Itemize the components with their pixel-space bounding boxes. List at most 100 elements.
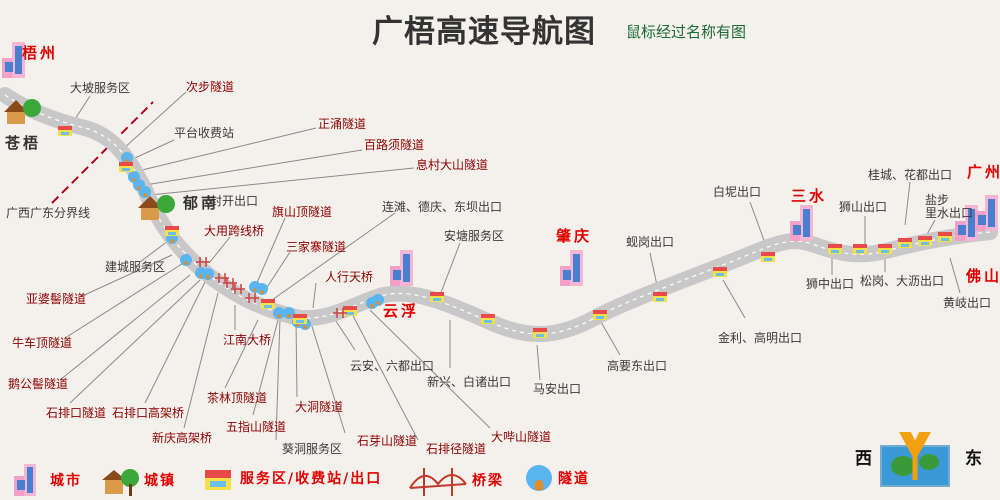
service-area-icon[interactable] (119, 162, 133, 172)
service-area-icon[interactable] (533, 328, 547, 338)
exit-service-label[interactable]: 大坡服务区 (70, 81, 131, 95)
tunnel-bridge-label[interactable]: 牛车顶隧道 (12, 336, 73, 350)
tunnel-icon[interactable] (121, 152, 133, 164)
leader-line (255, 217, 286, 286)
city-label[interactable]: 梧州 (22, 44, 59, 62)
bridge-icon[interactable] (231, 284, 245, 294)
service-area-icon[interactable] (593, 310, 607, 320)
city-label[interactable]: 云浮 (383, 302, 420, 320)
tunnel-bridge-label[interactable]: 石排口隧道 (46, 406, 107, 420)
service-area-icon[interactable] (343, 306, 357, 316)
exit-service-label[interactable]: 松岗、大沥出口 (860, 274, 945, 288)
tunnel-icon[interactable] (180, 254, 192, 266)
tunnel-bridge-label[interactable]: 大用跨线桥 (204, 224, 265, 238)
tunnel-bridge-label[interactable]: 新庆高架桥 (152, 431, 213, 445)
city-icon[interactable] (790, 205, 813, 241)
compass-east: 东 (965, 449, 982, 469)
tunnel-bridge-label[interactable]: 亚婆髻隧道 (26, 292, 87, 306)
exit-service-label[interactable]: 高要东出口 (607, 359, 668, 373)
tunnel-bridge-label[interactable]: 石芽山隧道 (357, 434, 418, 448)
city-icon[interactable] (560, 250, 583, 286)
tunnel-bridge-label[interactable]: 大哔山隧道 (491, 430, 552, 444)
legend-bridge: 桥梁 (408, 462, 504, 498)
exit-service-label[interactable]: 黄岐出口 (943, 296, 992, 310)
leader-line (134, 139, 175, 159)
tunnel-bridge-label[interactable]: 茶林顶隧道 (207, 391, 268, 405)
exit-service-label[interactable]: 桂城、花都出口 (868, 168, 953, 182)
city-label[interactable]: 三水 (791, 187, 828, 205)
city-icon[interactable] (390, 250, 413, 286)
service-area-icon[interactable] (761, 252, 775, 262)
exit-service-label[interactable]: 连滩、德庆、东坝出口 (382, 200, 503, 214)
leader-line (904, 181, 911, 226)
service-area-icon (205, 470, 231, 490)
service-area-icon[interactable] (58, 126, 72, 136)
city-label[interactable]: 广州 (967, 163, 1000, 181)
legend-bridge-label: 桥梁 (472, 473, 504, 489)
tunnel-icon[interactable] (372, 294, 384, 306)
service-area-icon[interactable] (828, 244, 842, 254)
exit-service-label[interactable]: 建城服务区 (105, 260, 166, 274)
bridge-icon[interactable] (245, 293, 259, 303)
exit-service-label[interactable]: 云安、六都出口 (350, 359, 435, 373)
tunnel-bridge-label[interactable]: 江南大桥 (223, 333, 272, 347)
tunnel-icon[interactable] (139, 186, 151, 198)
exit-service-label[interactable]: 新兴、白诸出口 (427, 375, 512, 389)
tunnel-bridge-label[interactable]: 石排径隧道 (426, 442, 487, 456)
service-area-icon[interactable] (713, 267, 727, 277)
city-label[interactable]: 佛山 (966, 267, 1000, 285)
exit-service-label[interactable]: 金利、高明出口 (718, 331, 803, 345)
bridge-icon[interactable] (333, 308, 347, 318)
tunnel-icon[interactable] (283, 307, 295, 319)
exit-service-label[interactable]: 狮山出口 (839, 200, 888, 214)
exit-service-label[interactable]: 葵洞服务区 (282, 442, 343, 456)
town-icon[interactable] (4, 99, 41, 124)
service-area-icon[interactable] (165, 226, 179, 236)
service-area-icon[interactable] (481, 314, 495, 324)
tunnel-bridge-label[interactable]: 息村大山隧道 (416, 158, 489, 172)
tunnel-bridge-label[interactable]: 次步隧道 (186, 80, 235, 94)
service-area-icon[interactable] (261, 299, 275, 309)
exit-service-label[interactable]: 盐步 (925, 193, 950, 207)
service-area-icon[interactable] (918, 236, 932, 246)
tunnel-icon[interactable] (273, 307, 285, 319)
bridge-icon[interactable] (196, 257, 210, 267)
exit-service-label[interactable]: 狮中出口 (806, 277, 855, 291)
service-area-icon[interactable] (853, 244, 867, 254)
service-area-icon[interactable] (293, 314, 307, 324)
service-area-icon[interactable] (430, 292, 444, 302)
leader-line (209, 236, 231, 263)
tunnel-bridge-label[interactable]: 鹅公髻隧道 (8, 377, 69, 391)
exit-service-label[interactable]: 封开出口 (210, 194, 259, 208)
city-icon[interactable] (975, 195, 998, 231)
tunnel-icon[interactable] (256, 283, 268, 295)
tunnel-bridge-label[interactable]: 旗山顶隧道 (272, 205, 333, 219)
tunnel-bridge-label[interactable]: 人行天桥 (325, 270, 374, 284)
exit-service-label[interactable]: 白坭出口 (713, 185, 762, 199)
city-label[interactable]: 郁南 (183, 194, 220, 212)
city-label[interactable]: 肇庆 (556, 227, 593, 245)
service-area-icon[interactable] (878, 244, 892, 254)
service-area-icon[interactable] (653, 292, 667, 302)
legend-tunnel: 隧道 (524, 462, 590, 494)
tunnel-bridge-label[interactable]: 石排口高架桥 (112, 406, 185, 420)
exit-service-label[interactable]: 里水出口 (925, 206, 974, 220)
city-icon[interactable] (2, 42, 25, 78)
city-label[interactable]: 苍梧 (5, 134, 42, 152)
exit-service-label[interactable]: 安塘服务区 (444, 229, 505, 243)
service-area-icon[interactable] (898, 238, 912, 248)
tunnel-icon[interactable] (202, 268, 214, 280)
tunnel-bridge-label[interactable]: 三家寨隧道 (286, 240, 347, 254)
city-icon[interactable] (955, 205, 978, 241)
tunnel-bridge-label[interactable]: 大洞隧道 (295, 400, 344, 414)
exit-service-label[interactable]: 马安出口 (533, 382, 582, 396)
town-icon[interactable] (138, 195, 175, 220)
exit-service-label[interactable]: 蚬岗出口 (626, 235, 675, 249)
exit-service-label[interactable]: 广西广东分界线 (6, 206, 91, 220)
bridge-icon[interactable] (223, 278, 237, 288)
tunnel-bridge-label[interactable]: 五指山隧道 (226, 420, 287, 434)
tunnel-bridge-label[interactable]: 百路须隧道 (364, 138, 425, 152)
exit-service-label[interactable]: 平台收费站 (174, 126, 235, 140)
tunnel-bridge-label[interactable]: 正涌隧道 (318, 117, 367, 131)
service-area-icon[interactable] (938, 232, 952, 242)
